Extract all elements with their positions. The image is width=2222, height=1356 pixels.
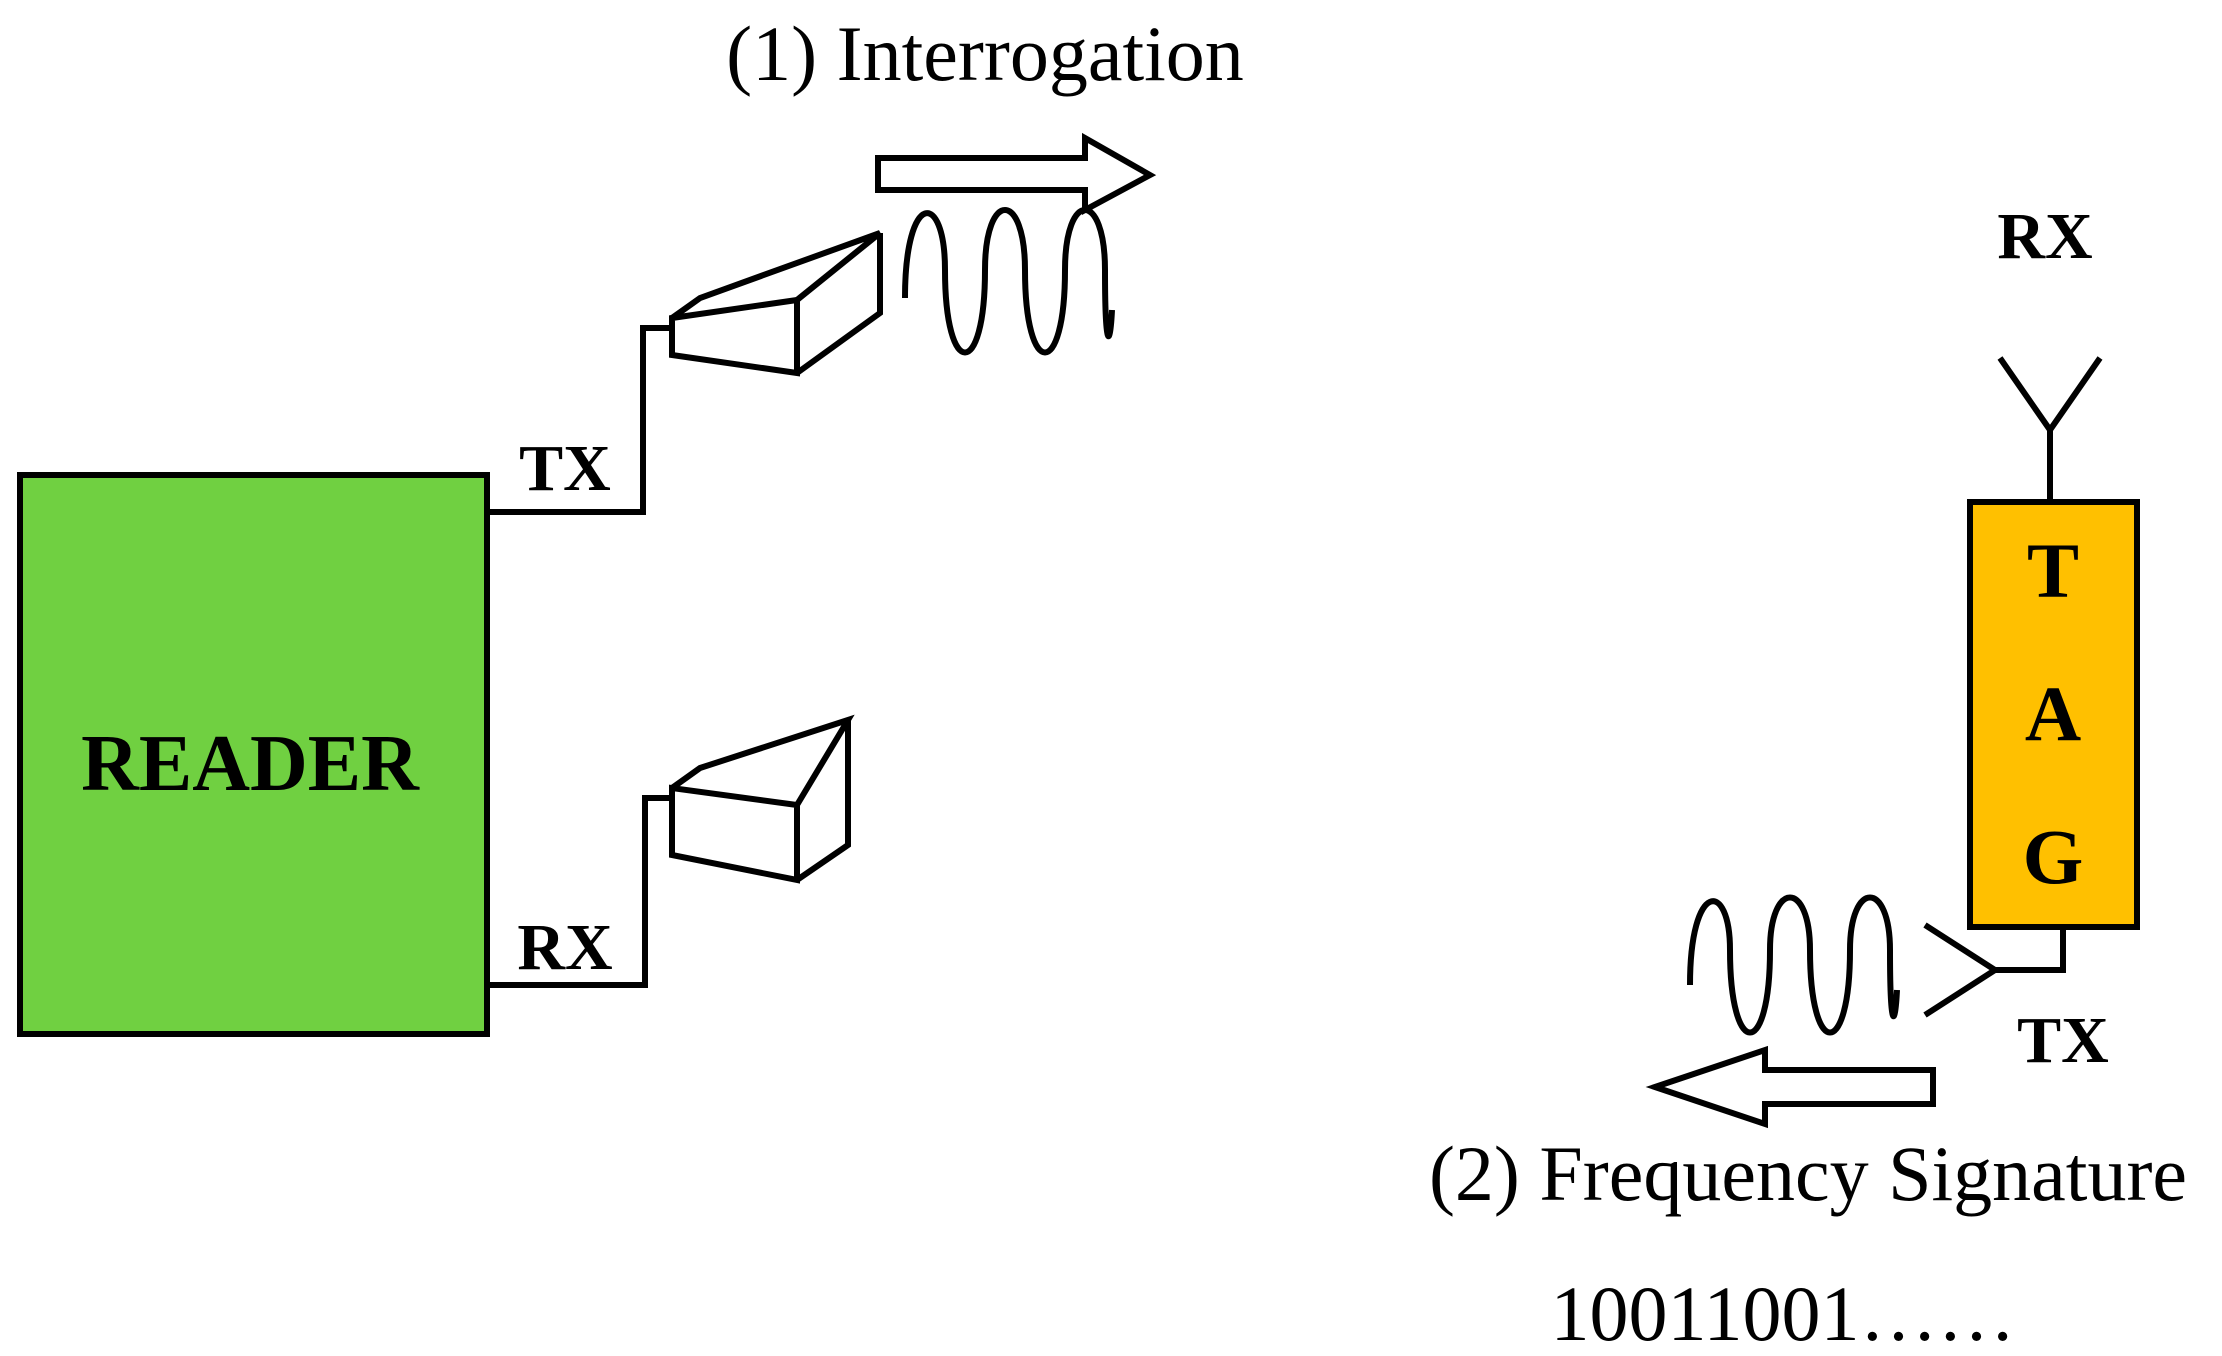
horn-antenna-icon xyxy=(669,714,855,884)
sine-wave-icon xyxy=(1687,894,1900,1036)
tag-letter-g: G xyxy=(2023,813,2084,900)
reader-tx-label: TX xyxy=(519,432,611,505)
reader-tx-feed-line xyxy=(487,325,672,515)
tag-box xyxy=(1967,499,2140,930)
sine-wave-icon xyxy=(902,207,1115,356)
reader-rx-feed-line xyxy=(487,795,672,988)
interrogation-label: (1) Interrogation xyxy=(726,10,1244,97)
tag-block: T A G xyxy=(1967,499,2140,930)
frequency-signature-label: (2) Frequency Signature xyxy=(1429,1130,2187,1217)
reader-box xyxy=(17,472,490,1037)
bit-sequence-label: 10011001…… xyxy=(1550,1270,2015,1356)
tag-rx-label: RX xyxy=(1997,200,2092,273)
tag-letter-t: T xyxy=(2027,527,2079,614)
tag-letter-a: A xyxy=(2025,670,2081,757)
reader-rx-label: RX xyxy=(517,911,612,984)
tag-tx-label: TX xyxy=(2017,1004,2109,1077)
tag-tx-feed-line xyxy=(1995,927,2066,973)
horn-antenna-icon xyxy=(669,230,883,377)
block-arrow-icon xyxy=(875,132,1157,216)
block-arrow-icon xyxy=(1645,1045,1936,1129)
dipole-antenna-icon xyxy=(1997,356,2103,502)
reader-block: READER xyxy=(17,472,490,1037)
dipole-antenna-icon xyxy=(1923,922,2001,1018)
reader-label: READER xyxy=(81,720,420,808)
